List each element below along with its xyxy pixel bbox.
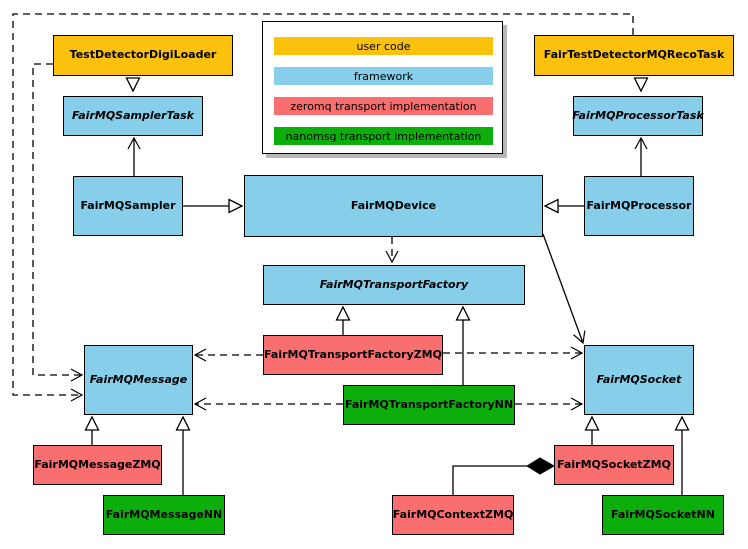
legend-box: user code framework zeromq transport imp… [262,21,503,154]
node-label: FairMQSocketZMQ [557,457,671,471]
node-label: FairMQTransportFactory [319,277,469,291]
node-fairmqtransportfactory: FairMQTransportFactory [263,265,525,305]
node-fairmqprocessortask: FairMQProcessorTask [572,96,704,136]
node-label: FairTestDetectorMQRecoTask [543,48,725,62]
node-label: FairMQMessage [89,372,188,386]
legend-label: user code [356,39,411,53]
legend-label: framework [353,69,414,83]
node-fairtestdetectormqrecotask: FairTestDetectorMQRecoTask [534,35,734,76]
node-label: FairMQSamplerTask [72,108,194,122]
node-label: FairMQContextZMQ [392,507,514,521]
node-testdetectordigiloader: TestDetectorDigiLoader [53,35,233,76]
node-label: FairMQTransportFactoryNN [344,397,514,411]
node-fairmqsocket: FairMQSocket [584,345,694,415]
node-label: FairMQTransportFactoryZMQ [264,347,442,361]
node-label: FairMQProcessorTask [572,108,704,122]
node-fairmqcontextzmq: FairMQContextZMQ [392,495,514,535]
node-fairmqtransportfactorynn: FairMQTransportFactoryNN [343,385,515,425]
node-label: FairMQSocketNN [611,507,715,521]
edge-contextzmq-socketzmq [452,465,527,495]
node-fairmqtransportfactoryzmq: FairMQTransportFactoryZMQ [263,335,443,375]
legend-item-user-code: user code [274,37,493,55]
node-label: FairMQProcessor [586,198,692,212]
legend-label: nanomsg transport implementation [285,129,482,143]
node-label: FairMQSocket [596,372,682,386]
legend-label: zeromq transport implementation [290,99,477,113]
node-label: FairMQDevice [350,198,437,212]
legend-item-zeromq: zeromq transport implementation [274,97,493,115]
composition-diamond-icon [526,457,556,475]
legend-item-framework: framework [274,67,493,85]
edge-recotask-message [12,13,634,402]
node-label: FairMQMessageZMQ [34,457,161,471]
node-fairmqsampler: FairMQSampler [73,176,183,236]
node-label: FairMQSampler [80,198,176,212]
node-label: TestDetectorDigiLoader [69,48,217,62]
node-fairmqmessagezmq: FairMQMessageZMQ [33,445,162,485]
node-fairmqprocessor: FairMQProcessor [584,176,694,236]
legend-item-nanomsg: nanomsg transport implementation [274,127,493,145]
edge-device-socket [542,233,586,345]
node-fairmqdevice: FairMQDevice [244,175,543,237]
node-fairmqsamplertask: FairMQSamplerTask [63,96,203,136]
node-label: FairMQMessageNN [105,507,223,521]
node-fairmqsocketzmq: FairMQSocketZMQ [554,445,674,485]
node-fairmqsocketnn: FairMQSocketNN [602,495,724,535]
node-fairmqmessagenn: FairMQMessageNN [103,495,225,535]
node-fairmqmessage: FairMQMessage [84,345,193,415]
